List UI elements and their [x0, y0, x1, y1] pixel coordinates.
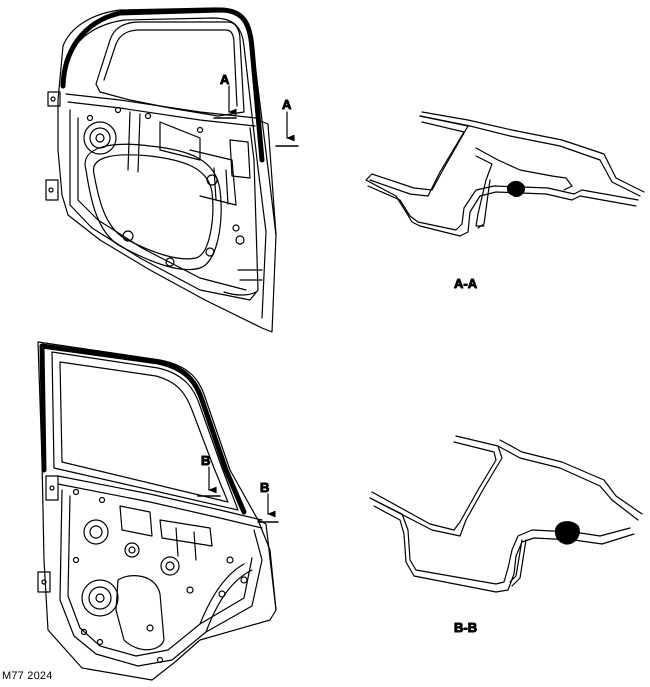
section-b-arrow-2: B [257, 480, 279, 523]
front-door-illustration [45, 7, 277, 333]
rear-door-illustration [37, 341, 277, 681]
section-b-caption: B-B [454, 620, 477, 635]
section-a-a-profile [365, 111, 645, 237]
section-a-arrow-2: A [275, 97, 299, 147]
figure-reference: M77 2024 [2, 670, 53, 682]
section-b-label-1: B [201, 453, 210, 468]
section-a-label-1: A [220, 72, 230, 87]
section-b-b-profile [369, 435, 643, 593]
section-a-arrow-1: A [213, 72, 237, 119]
section-b-label-2: B [260, 480, 269, 495]
section-a-caption: A-A [454, 276, 478, 291]
section-a-label-2: A [282, 97, 292, 112]
section-b-arrow-1: B [197, 453, 221, 497]
